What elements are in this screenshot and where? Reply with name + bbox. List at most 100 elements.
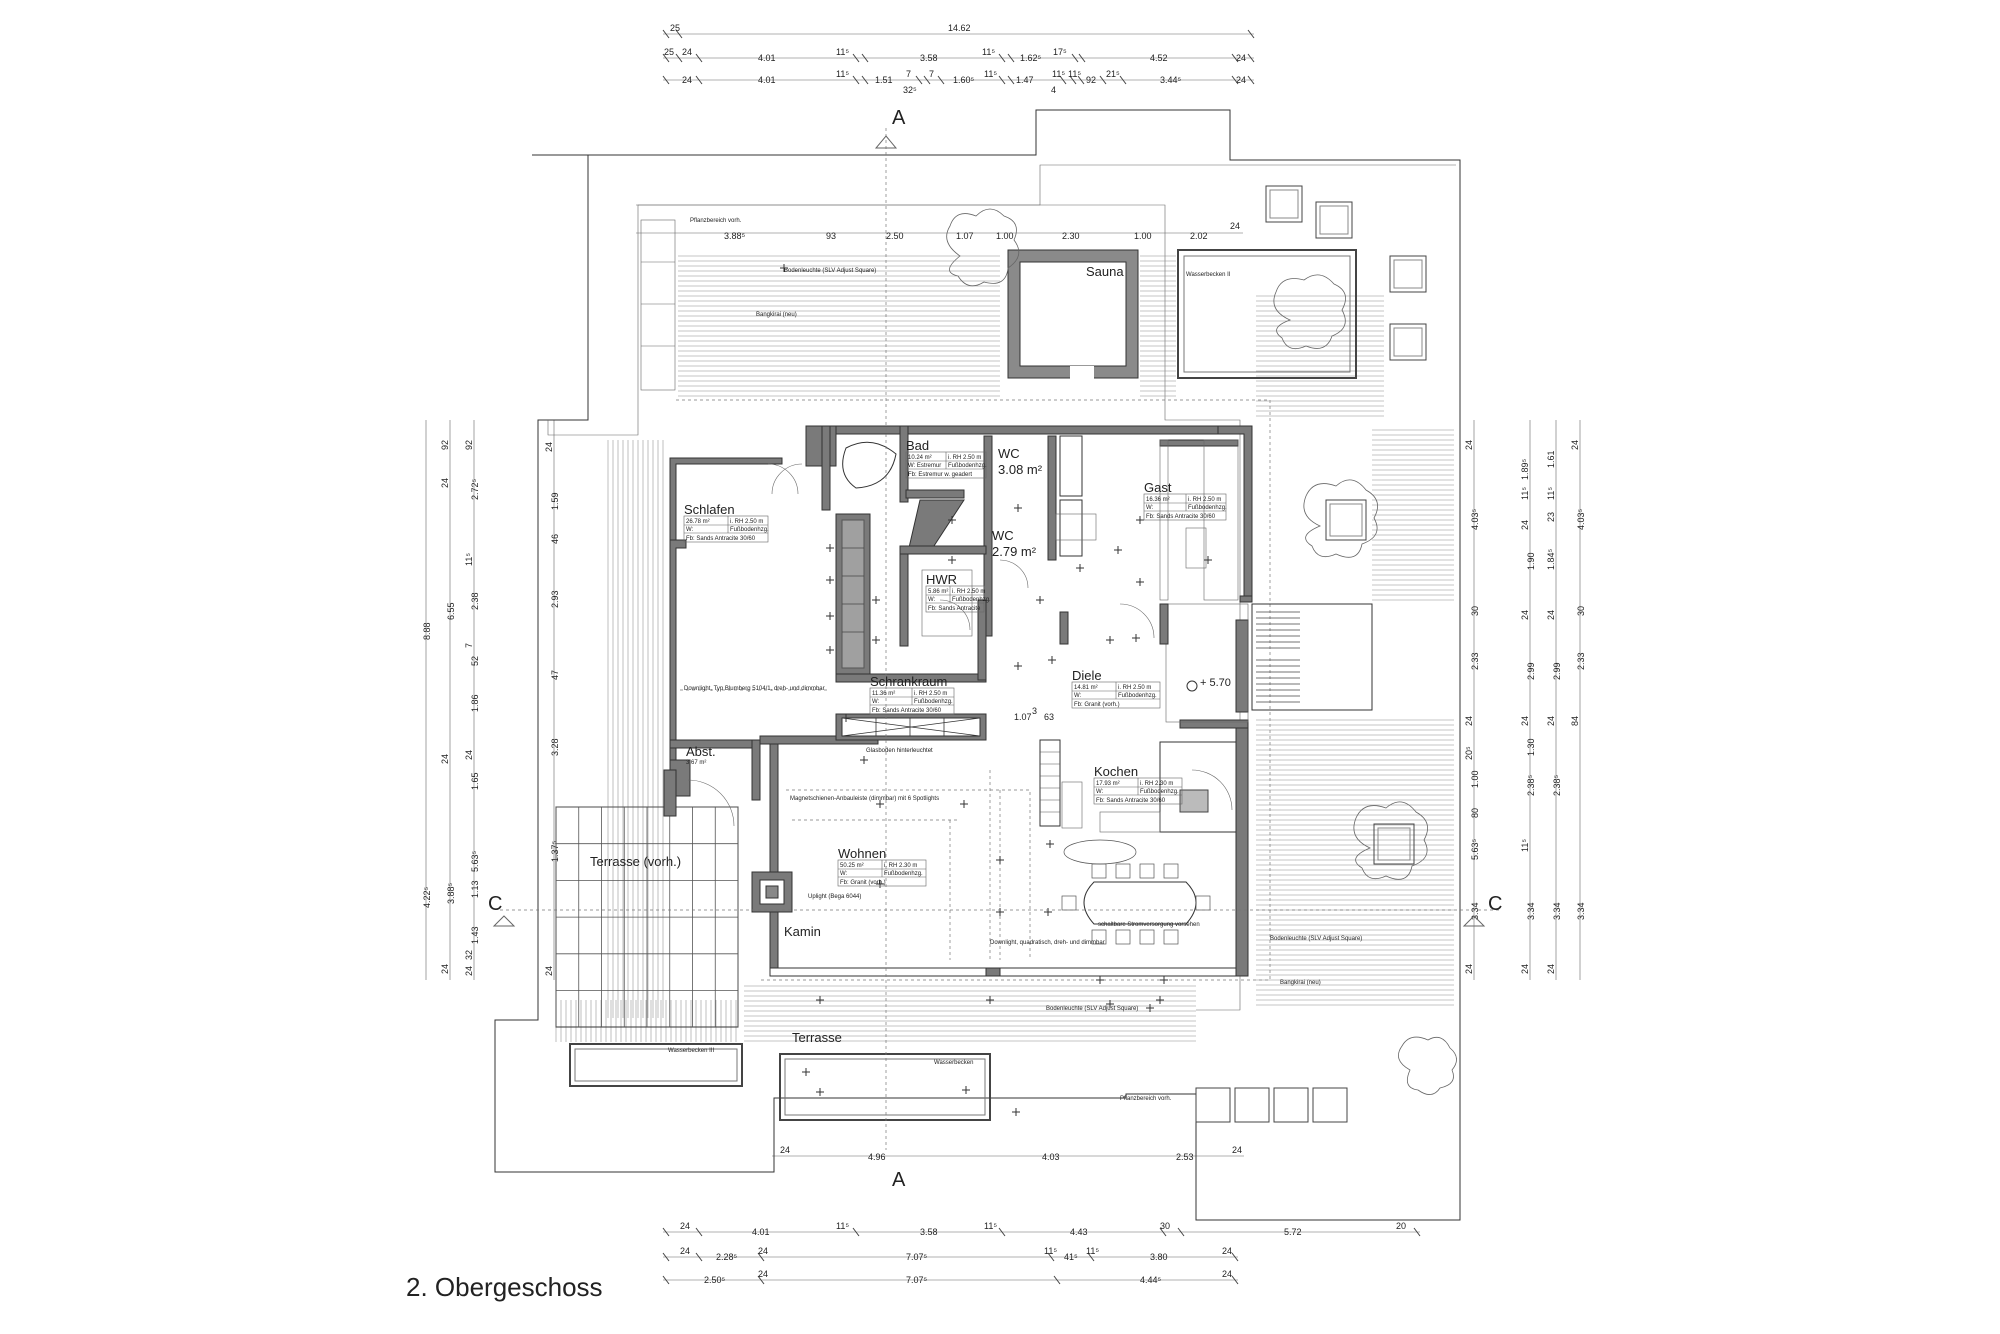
table-diele: 14.81 m² i. RH 2.50 m W: Fußbodenhzg. Fb… <box>1071 681 1161 709</box>
level-marker <box>1186 680 1198 692</box>
table-schlafen: 26.78 m² i. RH 2.50 m W: Fußbodenhzg. Fb… <box>683 515 769 543</box>
dim-stair-1: 3 <box>1032 706 1037 716</box>
note-downlight-wohnen: Downlight, quadratisch, dreh- und dimmba… <box>990 940 1105 946</box>
dim-top2-2: 4.01 <box>758 53 776 63</box>
dim-bottom3-0: 2.50⁵ <box>704 1275 726 1285</box>
wohnen-heating: Fußbodenhzg. <box>884 871 923 877</box>
room-labels: Sauna Wasserbecken II Wasserbecken III W… <box>590 264 1231 1066</box>
label-schlafen: Schlafen <box>684 502 735 517</box>
dim-left2-0: 92 <box>440 440 450 450</box>
gast-height: i. RH 2.50 m <box>1188 497 1221 503</box>
diele-area: 14.81 m² <box>1074 685 1098 691</box>
dim-inner-top-2: 2.50 <box>886 231 904 241</box>
sauna <box>1007 249 1139 380</box>
dim-right1-0: 24 <box>1464 440 1474 450</box>
dim-bottom3-4: 24 <box>1222 1269 1232 1279</box>
page-title: 2. Obergeschoss <box>406 1272 603 1302</box>
note-bodenleuchte-bottom: Bodenleuchte (SLV Adjust Square) <box>1046 1006 1138 1012</box>
dim-left3-6: 1.86 <box>470 694 480 712</box>
dimension-chains-left: 8.88 4.22⁵ 92 24 6.55 24 3.88⁵ 24 92 2.7… <box>422 420 560 980</box>
schlafen-height: i. RH 2.50 m <box>730 519 763 525</box>
dim-right4-3: 2.33 <box>1576 652 1586 670</box>
dim-bottom3-3: 4.44⁵ <box>1140 1275 1162 1285</box>
dim-left4-5: 3.28 <box>550 738 560 756</box>
dim-left3-1: 2.72⁵ <box>470 478 480 500</box>
dim-top2-0: 25 <box>664 47 674 57</box>
dim-left3-12: 32 <box>464 950 474 960</box>
dim-right2-5: 2.99 <box>1526 662 1536 680</box>
terrace-existing-tiles <box>555 806 739 1028</box>
dim-right2-3: 1.90 <box>1526 552 1536 570</box>
dim-left4-7: 24 <box>544 966 554 976</box>
dim-inner-bottom-2: 4.03 <box>1042 1152 1060 1162</box>
dim-top3-3: 1.51 <box>875 75 893 85</box>
dim-bottom3-2: 7.07⁵ <box>906 1275 928 1285</box>
diele-heating: Fußbodenhzg. <box>1118 693 1157 699</box>
dim-bottom2-3: 7.07⁵ <box>906 1252 928 1262</box>
dim-inner-bottom-4: 24 <box>1232 1145 1242 1155</box>
dim-right2-0: 1.89⁵ <box>1520 458 1530 480</box>
bad-heating: Fußbodenhzg. <box>948 463 987 469</box>
dim-left2-4: 3.88⁵ <box>446 882 456 904</box>
water-basin-ii <box>1177 249 1357 379</box>
dim-left2-1: 24 <box>440 478 450 488</box>
dim-right2-6: 24 <box>1520 716 1530 726</box>
dim-bottom1-0: 24 <box>680 1221 690 1231</box>
note-pflanzbereich-bottom: Pflanzbereich vorh. <box>1120 1096 1172 1102</box>
dim-right2-1: 11⁵ <box>1520 487 1530 500</box>
dim-top1-0: 25 <box>670 23 680 33</box>
dim-right4-1: 4.03⁵ <box>1576 508 1586 530</box>
dim-right2-4: 24 <box>1520 610 1530 620</box>
dim-top3-14: 24 <box>1236 75 1246 85</box>
label-abst-area: 3.67 m² <box>686 760 706 766</box>
dim-bottom2-8: 24 <box>1222 1246 1232 1256</box>
schlafen-heating: Fußbodenhzg. <box>730 527 769 533</box>
dim-top3-7: 11⁵ <box>984 69 997 79</box>
dim-inner-bottom-1: 4.96 <box>868 1152 886 1162</box>
dim-left3-2: 11⁵ <box>464 553 474 566</box>
gast-area: 16.36 m² <box>1146 497 1170 503</box>
dim-top2-6: 1.62⁵ <box>1020 53 1042 63</box>
label-terrasse: Terrasse <box>792 1030 842 1045</box>
dim-right3-0: 1.61 <box>1546 450 1556 468</box>
dim-right1-5: 20⁵ <box>1464 746 1474 760</box>
water-basin-iii <box>569 1043 743 1087</box>
dim-top2-4: 3.58 <box>920 53 938 63</box>
dim-right1-1: 4.03⁵ <box>1470 508 1480 530</box>
dim-right2-8: 2.38⁵ <box>1526 774 1536 796</box>
dim-top3-13: 3.44⁵ <box>1160 75 1182 85</box>
label-kochen: Kochen <box>1094 764 1138 779</box>
dim-top3-sub-0: 32⁵ <box>903 85 917 95</box>
label-level: + 5.70 <box>1200 677 1231 689</box>
dim-top3-10: 11⁵ <box>1068 69 1081 79</box>
dim-right2-9: 11⁵ <box>1520 839 1530 852</box>
note-bodenleuchte-top: Bodenleuchte (SLV Adjust Square) <box>784 268 876 274</box>
dim-left1-1: 4.22⁵ <box>422 886 432 908</box>
dim-bottom3-1: 24 <box>758 1269 768 1279</box>
dim-right2-10: 3.34 <box>1526 902 1536 920</box>
label-kamin: Kamin <box>784 924 821 939</box>
diele-floor: Fb: Granit (vorh.) <box>1074 702 1120 708</box>
decking-bottom <box>555 985 1196 1042</box>
light-symbols <box>780 264 1212 1116</box>
dim-left1-0: 8.88 <box>422 622 432 640</box>
label-sauna: Sauna <box>1086 264 1124 279</box>
label-wohnen: Wohnen <box>838 846 886 861</box>
dim-right1-8: 5.63⁵ <box>1470 838 1480 860</box>
planters <box>946 185 1457 1123</box>
note-pflanzbereich-top: Pflanzbereich vorh. <box>690 218 742 224</box>
schrankraum-area: 11.36 m² <box>872 691 895 697</box>
label-wasserbecken: Wasserbecken <box>934 1060 973 1066</box>
dim-left4-6: 1.37⁵ <box>550 840 560 862</box>
dim-left3-8: 1.65 <box>470 772 480 790</box>
annotations: Pflanzbereich vorh. Bodenleuchte (SLV Ad… <box>684 218 1362 1102</box>
dim-left4-4: 47 <box>550 670 560 680</box>
section-c-right: C <box>1488 893 1502 915</box>
schrankraum-height: i. RH 2.50 m <box>914 691 947 697</box>
bad-floor: Fb: Estremur w. geadert <box>908 472 972 478</box>
dim-top2-1: 24 <box>682 47 692 57</box>
dim-right3-4: 24 <box>1546 610 1556 620</box>
dim-top3-2: 11⁵ <box>836 69 849 79</box>
section-a-top: A <box>892 107 906 129</box>
dim-bottom2-0: 24 <box>680 1246 690 1256</box>
